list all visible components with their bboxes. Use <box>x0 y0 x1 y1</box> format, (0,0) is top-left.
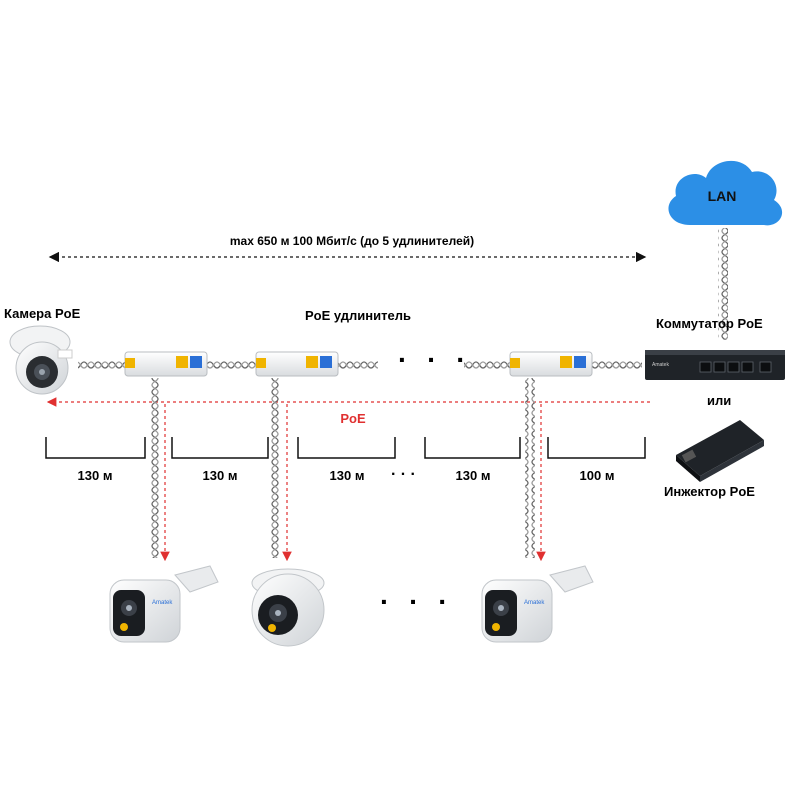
dome-camera-main <box>9 325 73 395</box>
cable-main <box>590 360 642 370</box>
lan-label: LAN <box>708 188 737 204</box>
poe-injector <box>676 420 764 482</box>
poe-extender <box>509 351 593 377</box>
segment-ellipsis: · · · <box>391 466 416 483</box>
ellipsis-cameras: · · · <box>380 586 454 617</box>
cable-main <box>464 360 512 370</box>
segment-length: 130 м <box>329 468 365 483</box>
label-or: или <box>707 393 732 408</box>
label-extender: PoE удлинитель <box>305 308 411 323</box>
lan-cloud: LAN <box>668 160 783 226</box>
camera-brand: Amatek <box>524 600 545 606</box>
label-camera-poe: Камера PoE <box>4 306 81 321</box>
cable-drop <box>150 378 160 558</box>
range-label: max 650 м 100 Мбит/с (до 5 удлинителей) <box>230 234 474 248</box>
cable-main <box>78 360 128 370</box>
segment-length: 130 м <box>455 468 491 483</box>
label-injector: Инжектор PoE <box>664 484 755 499</box>
switch-brand: Amatek <box>652 362 669 368</box>
segment-length: 130 м <box>77 468 113 483</box>
ellipsis-extenders: · · · <box>398 344 472 375</box>
label-switch: Коммутатор PoE <box>656 316 763 331</box>
poe-extender <box>255 351 339 377</box>
poe-label: PoE <box>340 411 366 426</box>
camera-brand: Amatek <box>152 600 173 606</box>
poe-switch: Amatek <box>645 350 785 380</box>
cable-main <box>206 360 258 370</box>
dome-camera <box>251 568 325 647</box>
cable-drop <box>271 378 281 558</box>
cable-drop <box>525 378 535 558</box>
bullet-camera: Amatek <box>481 565 594 643</box>
lan-cable <box>718 228 728 340</box>
poe-extender <box>124 351 208 377</box>
segment-length: 100 м <box>579 468 615 483</box>
segment-length: 130 м <box>202 468 238 483</box>
bullet-camera: Amatek <box>109 565 219 643</box>
segment-brackets <box>45 437 646 459</box>
cable-main <box>334 360 378 370</box>
